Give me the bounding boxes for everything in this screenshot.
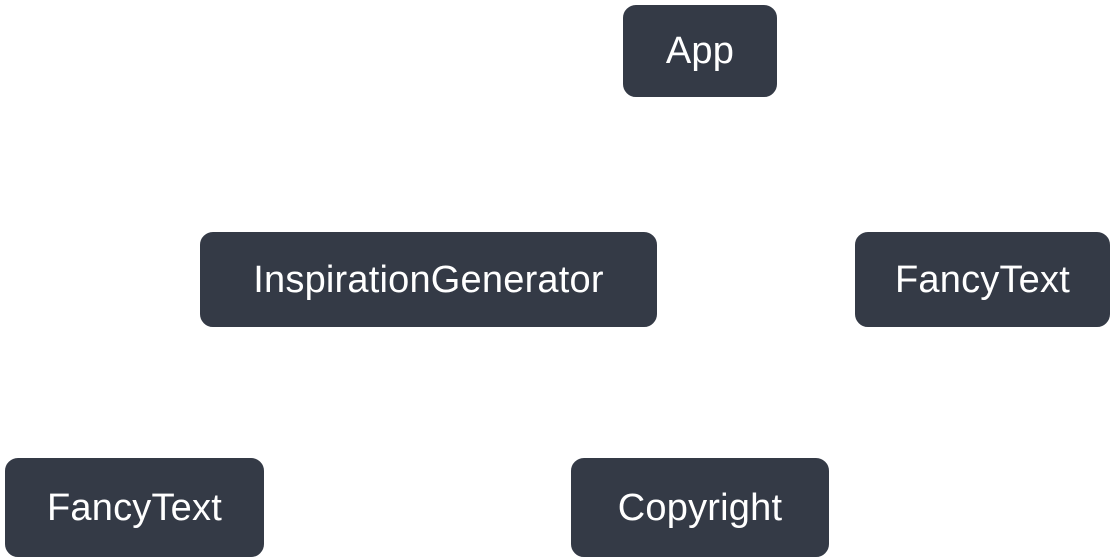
node-fancytext-right-label: FancyText — [895, 258, 1070, 301]
node-copyright-label: Copyright — [617, 486, 783, 529]
edge-label-inspiration-generator-to-copyright: renders — [523, 381, 615, 410]
node-app[interactable]: App — [620, 2, 780, 100]
node-inspiration-generator[interactable]: InspirationGenerator — [197, 229, 660, 330]
node-copyright[interactable]: Copyright — [568, 455, 832, 560]
node-app-label: App — [665, 30, 735, 72]
node-fancytext-bottom[interactable]: FancyText — [2, 455, 267, 560]
node-inspiration-generator-label: InspirationGenerator — [253, 258, 604, 301]
edge-label-app-to-inspiration-generator: renders — [512, 154, 604, 183]
node-fancytext-right[interactable]: FancyText — [852, 229, 1113, 330]
edge-label-inspiration-generator-to-fancytext-bottom: renders — [226, 381, 318, 410]
node-fancytext-bottom-label: FancyText — [47, 486, 222, 529]
edge-label-app-to-fancytext-right: renders — [807, 154, 899, 183]
